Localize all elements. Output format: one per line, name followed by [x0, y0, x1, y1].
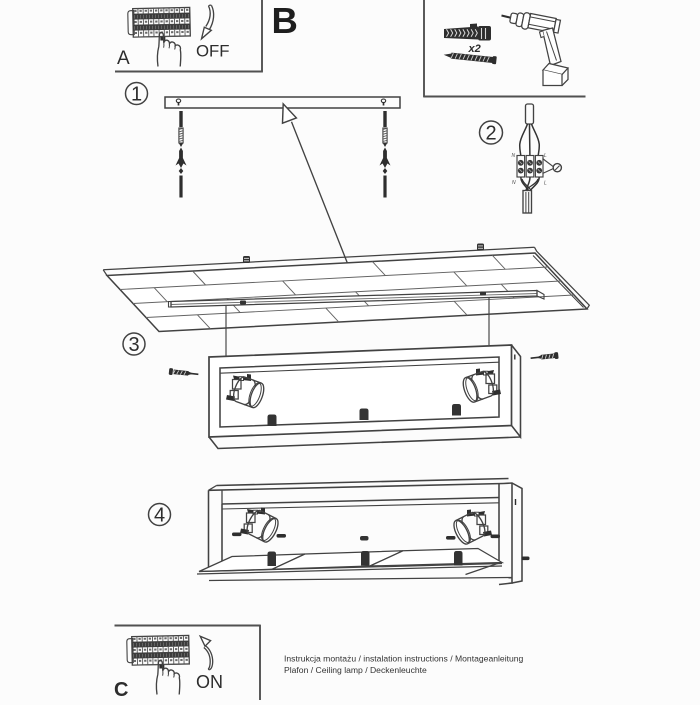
svg-text:4: 4	[154, 505, 165, 527]
svg-text:2: 2	[485, 123, 496, 145]
svg-text:N: N	[512, 153, 516, 159]
svg-text:3: 3	[128, 334, 139, 356]
svg-text:A: A	[117, 48, 130, 69]
svg-text:L: L	[544, 181, 547, 187]
svg-text:1: 1	[131, 84, 142, 106]
svg-text:Instrukcja montażu / instalati: Instrukcja montażu / instalation instruc…	[284, 654, 524, 664]
svg-text:ON: ON	[196, 672, 223, 692]
svg-text:L: L	[544, 153, 547, 159]
svg-text:x2: x2	[468, 43, 481, 55]
svg-text:C: C	[114, 679, 128, 700]
svg-text:N: N	[512, 180, 516, 186]
svg-text:Plafon / Ceiling lamp / Decken: Plafon / Ceiling lamp / Deckenleuchte	[284, 665, 427, 675]
svg-text:B: B	[272, 0, 298, 41]
svg-text:OFF: OFF	[196, 42, 230, 61]
